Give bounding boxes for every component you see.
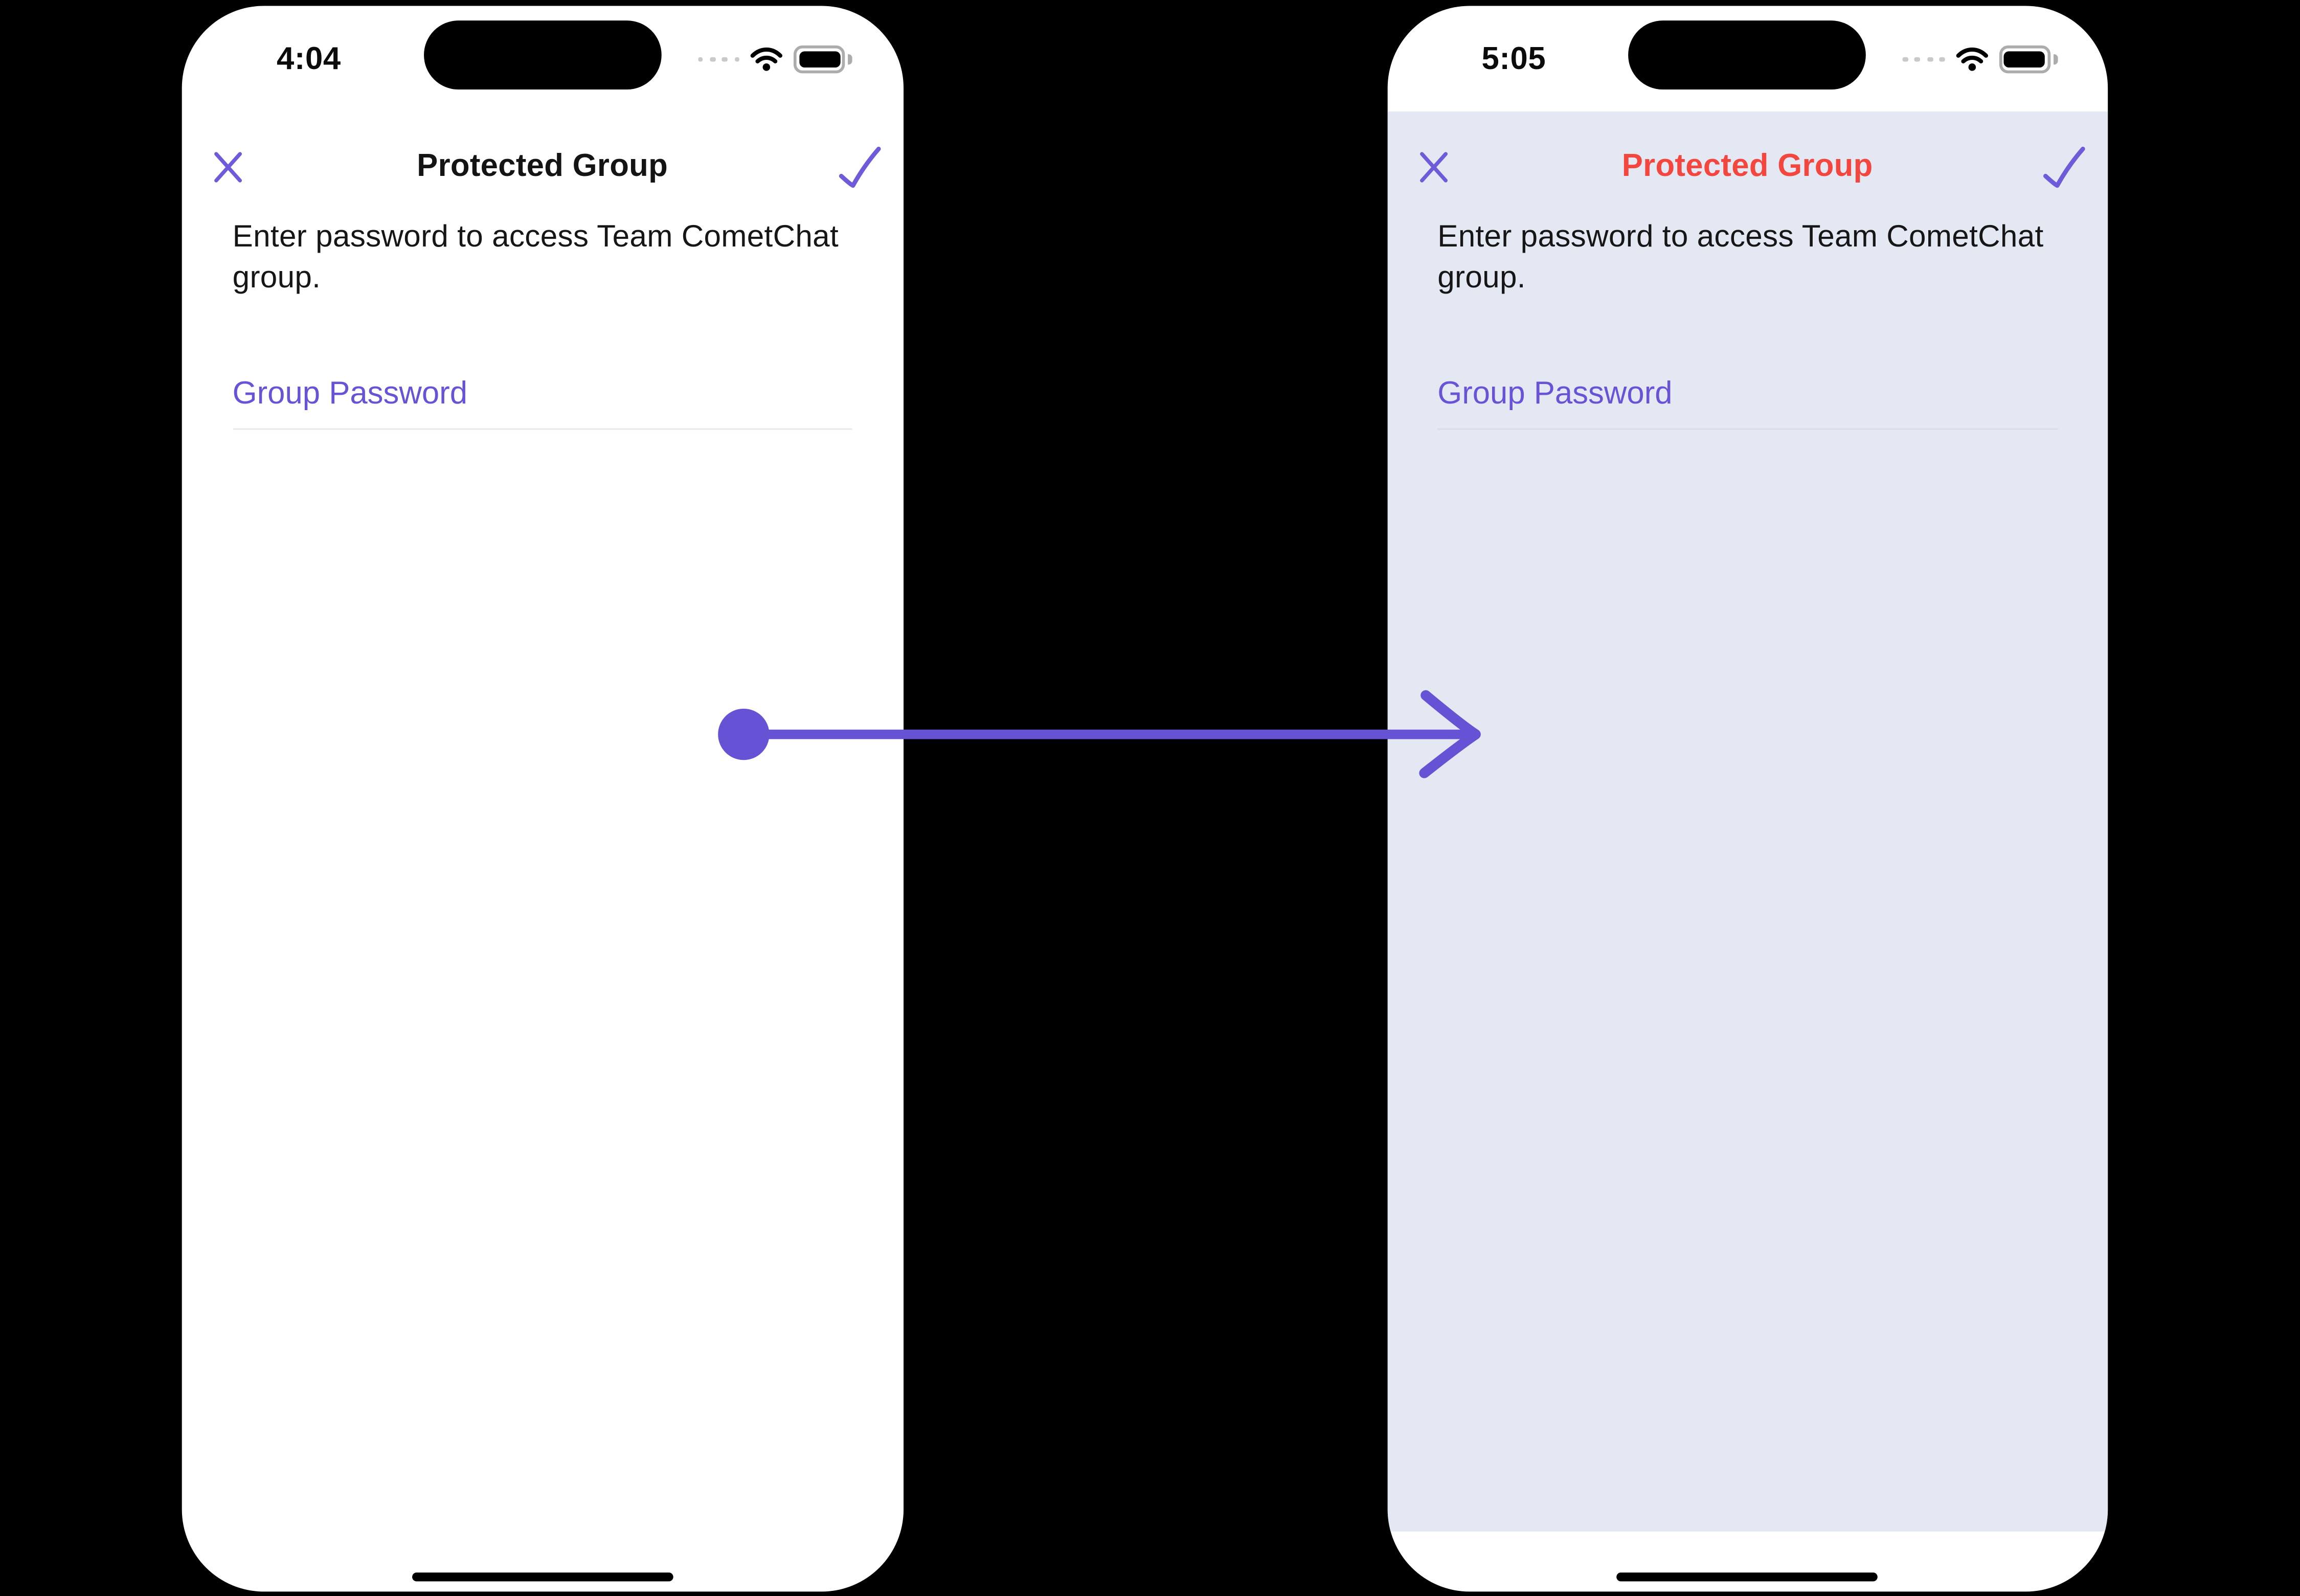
group-password-input[interactable] [232, 360, 852, 430]
arrow-head [1419, 690, 1481, 778]
battery-nub [2053, 54, 2058, 65]
group-password-input[interactable] [1437, 360, 2058, 430]
status-icons [1867, 5, 2108, 114]
page-title: Protected Group [1621, 148, 1873, 184]
nav-header: Protected Group [1387, 117, 2108, 216]
cellular-signal-icon [1903, 56, 1945, 62]
close-icon[interactable] [213, 150, 243, 184]
wifi-icon [751, 47, 783, 71]
close-icon[interactable] [1418, 150, 1449, 184]
phone-before: 4:04 Protected Group [182, 5, 903, 1592]
home-indicator[interactable] [1616, 1572, 1878, 1582]
status-icons [662, 5, 903, 114]
dynamic-island [423, 20, 662, 89]
battery-icon [794, 46, 846, 73]
confirm-check-icon[interactable] [2040, 145, 2087, 189]
status-time: 4:04 [276, 41, 341, 77]
nav-header: Protected Group [182, 117, 903, 216]
status-bar: 4:04 [182, 5, 903, 114]
confirm-check-icon[interactable] [836, 145, 883, 189]
dynamic-island [1628, 20, 1866, 89]
description-text: Enter password to access Team CometChat … [1437, 219, 2044, 295]
page-title: Protected Group [417, 148, 668, 184]
battery-icon [1999, 46, 2050, 73]
transition-arrow [718, 690, 1481, 778]
description-text: Enter password to access Team CometChat … [232, 219, 839, 295]
status-bar: 5:05 [1387, 5, 2108, 114]
phone-after: 5:05 Protected Group [1387, 5, 2108, 1592]
screen-background-tint [1387, 110, 2108, 1532]
home-indicator[interactable] [412, 1572, 673, 1582]
wifi-icon [1956, 47, 1988, 71]
status-time: 5:05 [1481, 41, 1546, 77]
battery-nub [848, 54, 853, 65]
cellular-signal-icon [697, 56, 740, 62]
